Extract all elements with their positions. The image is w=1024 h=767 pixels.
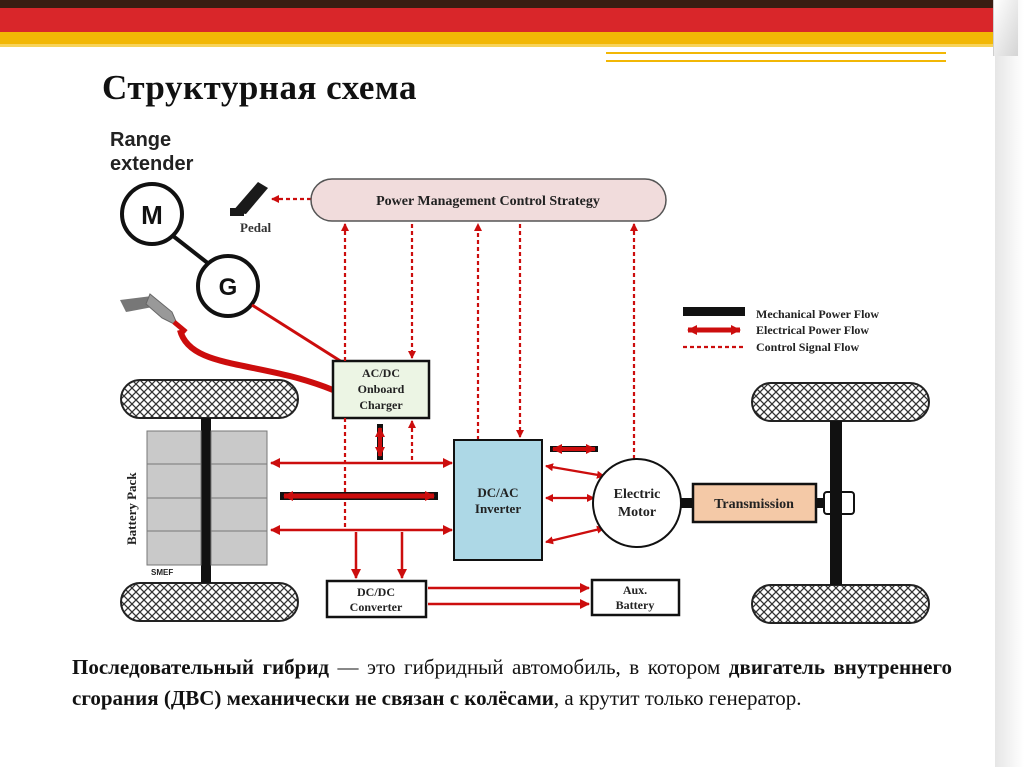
- slide-title: Структурная схема: [102, 68, 417, 107]
- charger-label-line3: Charger: [359, 398, 403, 412]
- charger-label-line2: Onboard: [358, 382, 405, 396]
- range-extender-label-line2: extender: [110, 153, 194, 175]
- aux-battery-box: [590, 578, 681, 617]
- charger-box: [331, 359, 431, 420]
- caption-term: Последовательный гибрид: [72, 655, 330, 679]
- legend-control-label: Control Signal Flow: [756, 340, 859, 354]
- wheel-front-left: [120, 379, 299, 419]
- dcdc-box: [325, 579, 428, 619]
- range-extender-label-line1: Range: [110, 129, 171, 151]
- inverter-label-line2: Inverter: [475, 501, 521, 516]
- inverter-box: [453, 439, 543, 561]
- inverter-label-line1: DC/AC: [477, 485, 518, 500]
- charging-cable: [177, 329, 335, 393]
- charging-plug-icon: [120, 293, 188, 334]
- range-extender-shaft: [166, 230, 216, 270]
- header-line-right-1: [606, 52, 946, 54]
- charger-label-line1: AC/DC: [362, 366, 400, 380]
- dcdc-label-line2: Converter: [350, 600, 403, 614]
- aux-battery-label-line1: Aux.: [623, 583, 647, 597]
- header-band-yellow: [0, 32, 995, 44]
- battery-pack: [146, 430, 268, 566]
- electric-motor-circle: [592, 458, 682, 548]
- wheel-rear-left: [120, 582, 299, 622]
- header-band-red: [0, 8, 995, 32]
- header-band-dark: [0, 0, 995, 8]
- motor-label-line1: Electric: [614, 487, 661, 502]
- legend-mechanical-label: Mechanical Power Flow: [756, 307, 879, 321]
- page-curl-shadow: [995, 0, 1024, 767]
- transmission-label: Transmission: [714, 497, 794, 512]
- motor-shaft: [681, 498, 693, 508]
- page-curl: [993, 0, 1018, 56]
- legend-electrical-label: Electrical Power Flow: [756, 323, 869, 337]
- pmcs-box: [310, 178, 667, 222]
- header-line-right-2: [606, 60, 946, 62]
- pedal-icon: [230, 182, 268, 216]
- battery-pack-label: Battery Pack: [124, 472, 139, 545]
- wheel-rear-right: [751, 584, 930, 624]
- legend-mechanical-swatch: [683, 307, 745, 316]
- motor-label-line2: Motor: [618, 505, 656, 520]
- transmission-output-shaft: [816, 498, 828, 508]
- generator-cable: [251, 303, 343, 364]
- generator-circle: [196, 254, 260, 318]
- wheel-front-right: [751, 382, 930, 422]
- engine-letter: M: [141, 200, 163, 230]
- right-axle: [830, 421, 842, 585]
- pedal-label: Pedal: [240, 220, 271, 235]
- smef-label: SMEF: [151, 568, 173, 577]
- engine-circle: [120, 182, 184, 246]
- left-axle: [201, 418, 211, 583]
- inverter-motor-arrow-1: [545, 463, 605, 479]
- inverter-motor-arrow-3: [545, 525, 605, 545]
- pmcs-label: Power Management Control Strategy: [376, 194, 600, 209]
- header-band-thin-yellow: [0, 44, 995, 47]
- caption-emphasis: двигатель внутреннего сгорания (ДВС) мех…: [72, 655, 952, 710]
- generator-letter: G: [219, 274, 238, 301]
- caption-text-1: — это гибридный автомобиль, в котором: [329, 655, 729, 679]
- dcdc-label-line1: DC/DC: [357, 585, 395, 599]
- caption-text-2: , а крутит только генератор.: [553, 686, 802, 710]
- caption: Последовательный гибрид — это гибридный …: [72, 652, 952, 714]
- aux-battery-label-line2: Battery: [616, 598, 655, 612]
